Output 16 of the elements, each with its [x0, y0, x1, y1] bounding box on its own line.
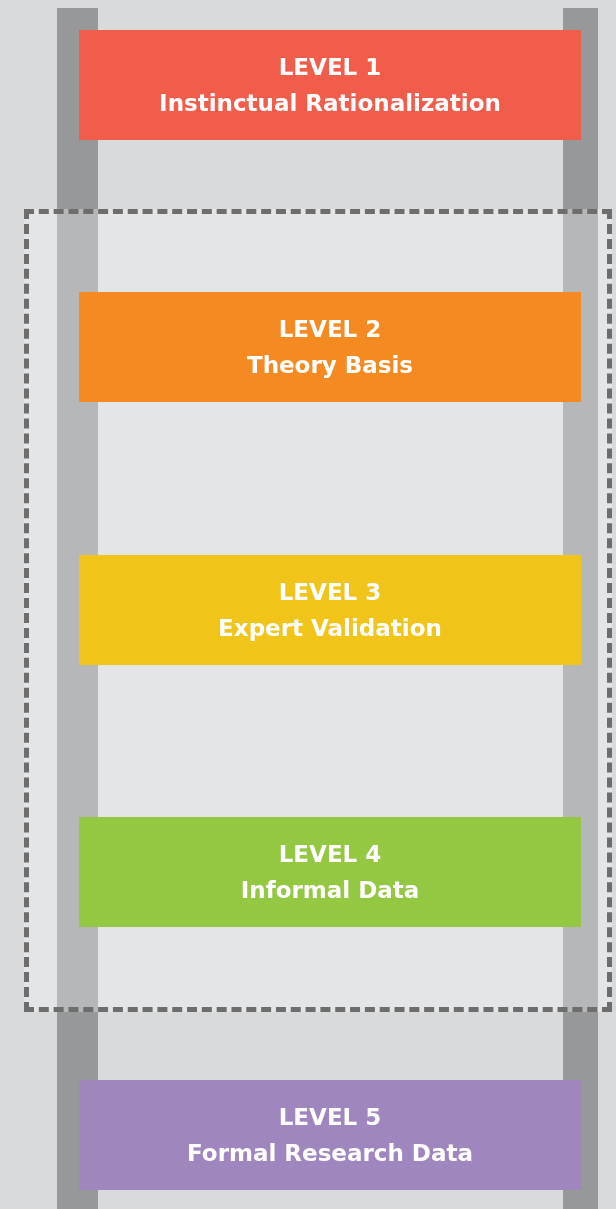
- level-number: LEVEL 3: [278, 578, 382, 607]
- level-box: [79, 1080, 581, 1190]
- level-title: Theory Basis: [246, 351, 414, 380]
- dashed-region: [24, 209, 612, 1012]
- level-title: Instinctual Rationalization: [159, 89, 501, 118]
- level-title: Formal Research Data: [187, 1139, 473, 1168]
- level-title: Expert Validation: [218, 614, 442, 643]
- level-number: LEVEL 5: [278, 1103, 382, 1132]
- level-box: [79, 292, 581, 402]
- level-box: [79, 555, 581, 665]
- level-box: [79, 817, 581, 927]
- level-number: LEVEL 1: [278, 53, 382, 82]
- level-title: Informal Data: [240, 876, 420, 905]
- level-number: LEVEL 4: [278, 840, 382, 869]
- level-box: [79, 30, 581, 140]
- level-number: LEVEL 2: [278, 315, 382, 344]
